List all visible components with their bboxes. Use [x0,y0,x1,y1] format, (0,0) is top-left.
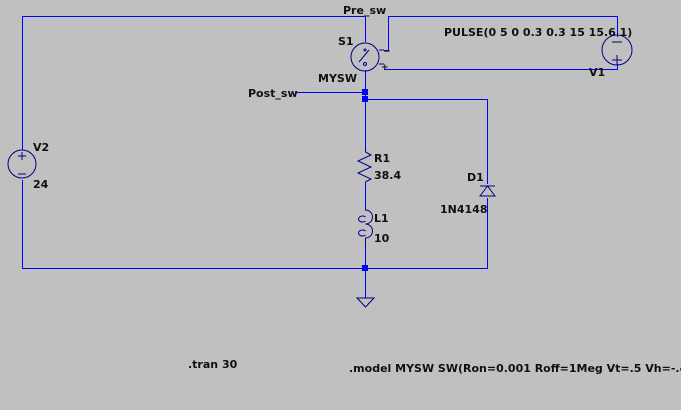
junction-post-sw [362,89,368,95]
s1-minus: − [383,47,391,57]
net-label-post-sw[interactable]: Post_sw [248,87,298,100]
wire-diode-top[interactable] [365,99,488,185]
wires [22,16,618,298]
ground-icon [355,297,376,308]
wire-pre-sw[interactable] [22,16,366,151]
net-label-pre-sw[interactable]: Pre_sw [343,4,386,17]
v2-name[interactable]: V2 [33,141,49,154]
source-v1[interactable] [601,34,633,66]
d1-name[interactable]: D1 [467,171,484,184]
l1-name[interactable]: L1 [374,212,389,225]
wire-v2-bottom[interactable] [22,180,488,269]
r1-value[interactable]: 38.4 [374,169,401,182]
v2-value[interactable]: 24 [33,178,49,191]
switch-s1[interactable]: − + [350,42,391,73]
junction-ground [362,265,368,271]
l1-value[interactable]: 10 [374,232,390,245]
s1-name[interactable]: S1 [338,35,354,48]
s1-model[interactable]: MYSW [318,72,357,85]
s1-plus: + [381,63,389,73]
v1-name[interactable]: V1 [589,66,605,79]
directive-model[interactable]: .model MYSW SW(Ron=0.001 Roff=1Meg Vt=.5… [349,362,681,375]
diode-d1[interactable] [479,185,496,197]
v1-value[interactable]: PULSE(0 5 0 0.3 0.3 15 15.6 1) [444,26,632,39]
inductor-l1[interactable] [358,208,373,246]
directive-tran[interactable]: .tran 30 [188,358,238,371]
wire-ctrl-plus[interactable] [384,64,618,70]
resistor-r1[interactable] [356,150,373,183]
source-v2[interactable] [7,149,37,179]
junction-diode [362,96,368,102]
d1-value[interactable]: 1N4148 [440,203,487,216]
r1-name[interactable]: R1 [374,152,390,165]
wire-ctrl-minus[interactable] [384,16,618,51]
